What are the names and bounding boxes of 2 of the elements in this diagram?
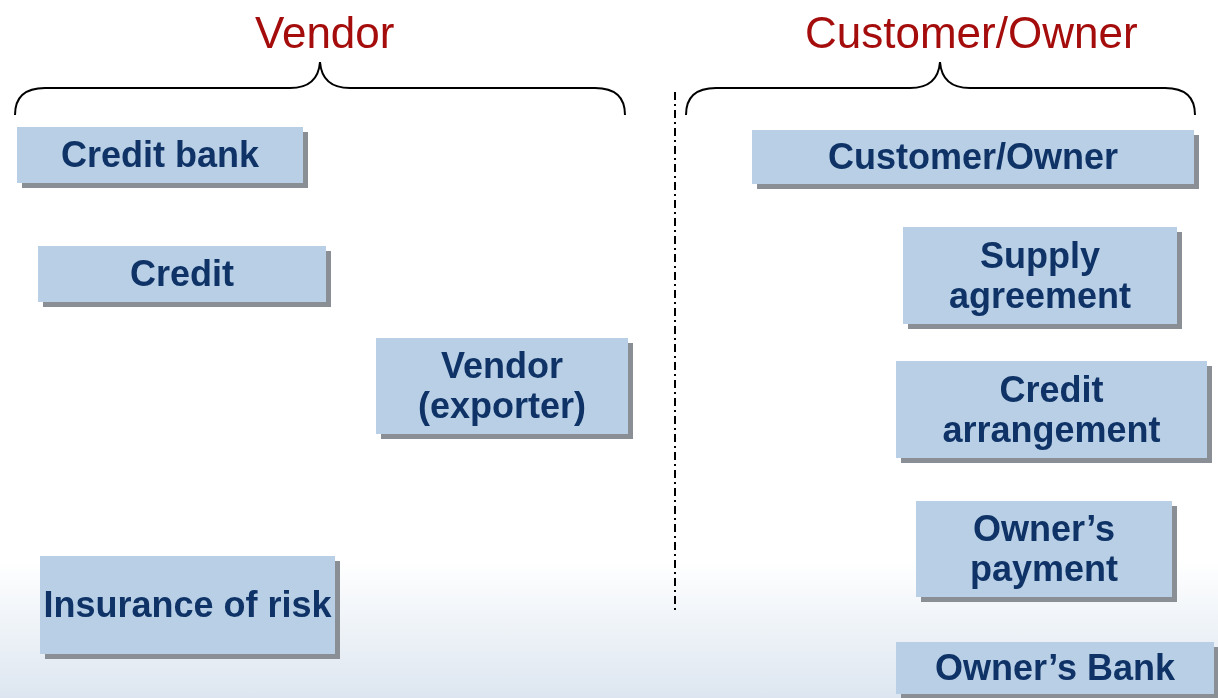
group-heading: Vendor xyxy=(255,8,395,58)
group-heading: Customer/Owner xyxy=(805,8,1138,58)
